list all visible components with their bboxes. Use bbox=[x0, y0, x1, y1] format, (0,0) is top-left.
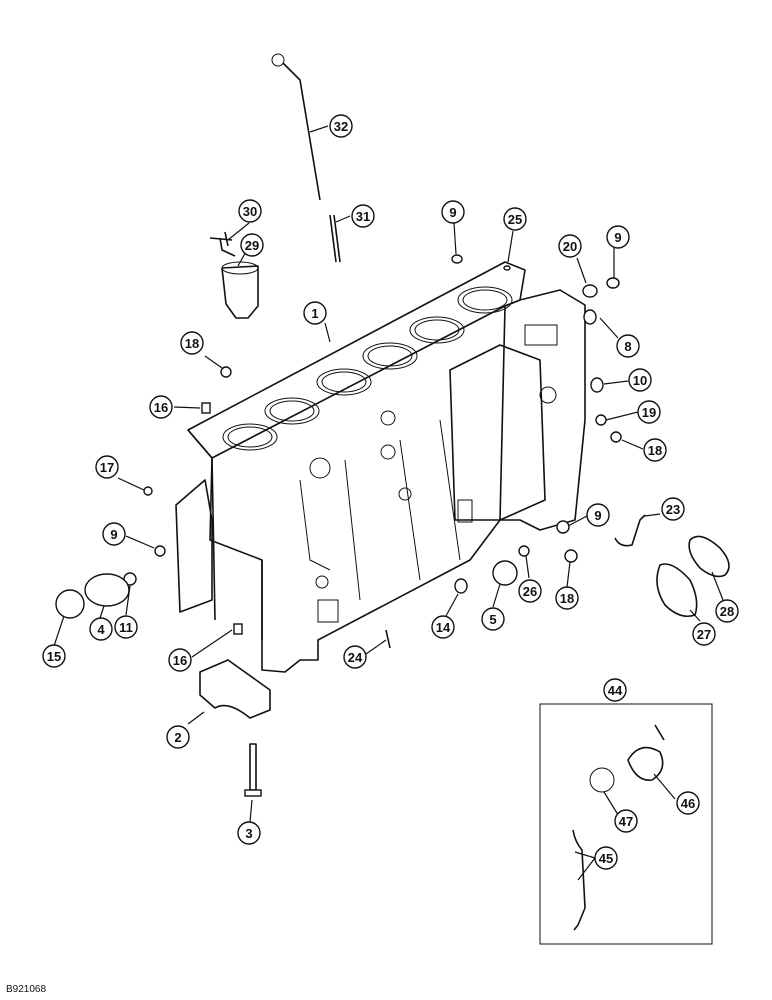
callout-10: 10 bbox=[628, 368, 652, 392]
callout-20: 20 bbox=[558, 234, 582, 258]
callout-23-label: 23 bbox=[666, 502, 680, 517]
callout-14-label: 14 bbox=[436, 620, 451, 635]
main-bearing-bolt bbox=[244, 743, 262, 797]
callout-17: 17 bbox=[95, 455, 119, 479]
callout-18-left: 18 bbox=[180, 331, 204, 355]
callout-9-lower: 9 bbox=[586, 503, 610, 527]
callout-15: 15 bbox=[42, 644, 66, 668]
plugs bbox=[55, 254, 622, 649]
oil-filler-tube bbox=[221, 261, 259, 319]
leader-lines bbox=[53, 125, 724, 881]
callout-30-label: 30 bbox=[243, 204, 257, 219]
callout-19: 19 bbox=[637, 400, 661, 424]
callout-44: 44 bbox=[603, 678, 627, 702]
callout-32: 32 bbox=[329, 114, 353, 138]
callout-45: 45 bbox=[594, 846, 618, 870]
callout-32-label: 32 bbox=[334, 119, 348, 134]
cylinder-block bbox=[175, 261, 586, 673]
callout-9-left: 9 bbox=[102, 522, 126, 546]
callout-29: 29 bbox=[240, 233, 264, 257]
callout-9-right: 9 bbox=[606, 225, 630, 249]
hose-elbow bbox=[614, 514, 646, 547]
callout-11-label: 11 bbox=[119, 620, 133, 635]
callout-8-label: 8 bbox=[624, 339, 631, 354]
callout-20-label: 20 bbox=[563, 239, 577, 254]
main-bearing-cap bbox=[199, 659, 271, 719]
figure-id: B921068 bbox=[6, 984, 47, 995]
callout-9-top: 9 bbox=[441, 200, 465, 224]
callout-2: 2 bbox=[166, 725, 190, 749]
callout-9-left-label: 9 bbox=[110, 527, 117, 542]
callout-47: 47 bbox=[614, 809, 638, 833]
callout-23: 23 bbox=[661, 497, 685, 521]
callout-9-right-label: 9 bbox=[614, 230, 621, 245]
callout-26: 26 bbox=[518, 579, 542, 603]
callout-25-label: 25 bbox=[508, 212, 522, 227]
callout-16-lower-label: 16 bbox=[173, 653, 187, 668]
callout-18-right-label: 18 bbox=[648, 443, 662, 458]
callout-18-right: 18 bbox=[643, 438, 667, 462]
callout-3: 3 bbox=[237, 821, 261, 845]
callout-46: 46 bbox=[676, 791, 700, 815]
callout-9-top-label: 9 bbox=[449, 205, 456, 220]
callout-26-label: 26 bbox=[523, 584, 537, 599]
callout-19-label: 19 bbox=[642, 405, 656, 420]
callout-11: 11 bbox=[114, 615, 138, 639]
callout-15-label: 15 bbox=[47, 649, 61, 664]
oil-filler-cap bbox=[209, 231, 236, 257]
callout-14: 14 bbox=[431, 615, 455, 639]
callout-28: 28 bbox=[715, 599, 739, 623]
callout-1-label: 1 bbox=[311, 306, 318, 321]
callout-9-lower-label: 9 bbox=[594, 508, 601, 523]
inset-box bbox=[539, 703, 713, 945]
callout-18-lower-label: 18 bbox=[560, 591, 574, 606]
callout-46-label: 46 bbox=[681, 796, 695, 811]
callout-2-label: 2 bbox=[174, 730, 181, 745]
callout-29-label: 29 bbox=[245, 238, 259, 253]
hose bbox=[656, 563, 698, 618]
callout-16-lower: 16 bbox=[168, 648, 192, 672]
hose-clamp bbox=[688, 535, 730, 578]
callout-3-label: 3 bbox=[245, 826, 252, 841]
callout-24: 24 bbox=[343, 645, 367, 669]
dipstick-tube bbox=[329, 214, 341, 263]
callout-27-label: 27 bbox=[697, 627, 711, 642]
callout-18-left-label: 18 bbox=[185, 336, 199, 351]
callout-5: 5 bbox=[481, 607, 505, 631]
callout-31: 31 bbox=[351, 204, 375, 228]
callout-27: 27 bbox=[692, 622, 716, 646]
callout-18-lower: 18 bbox=[555, 586, 579, 610]
callout-8: 8 bbox=[616, 334, 640, 358]
callout-25: 25 bbox=[503, 207, 527, 231]
callout-45-label: 45 bbox=[599, 851, 613, 866]
callout-4-label: 4 bbox=[97, 622, 105, 637]
callout-5-label: 5 bbox=[489, 612, 496, 627]
callout-16-upper: 16 bbox=[149, 395, 173, 419]
callout-24-label: 24 bbox=[348, 650, 363, 665]
callout-28-label: 28 bbox=[720, 604, 734, 619]
callout-47-label: 47 bbox=[619, 814, 633, 829]
callout-10-label: 10 bbox=[633, 373, 647, 388]
callout-17-label: 17 bbox=[100, 460, 114, 475]
callout-4: 4 bbox=[89, 617, 113, 641]
callout-44-label: 44 bbox=[608, 683, 623, 698]
callout-1: 1 bbox=[303, 301, 327, 325]
callout-30: 30 bbox=[238, 199, 262, 223]
callout-31-label: 31 bbox=[356, 209, 370, 224]
dipstick bbox=[271, 53, 321, 201]
callout-16-upper-label: 16 bbox=[154, 400, 168, 415]
